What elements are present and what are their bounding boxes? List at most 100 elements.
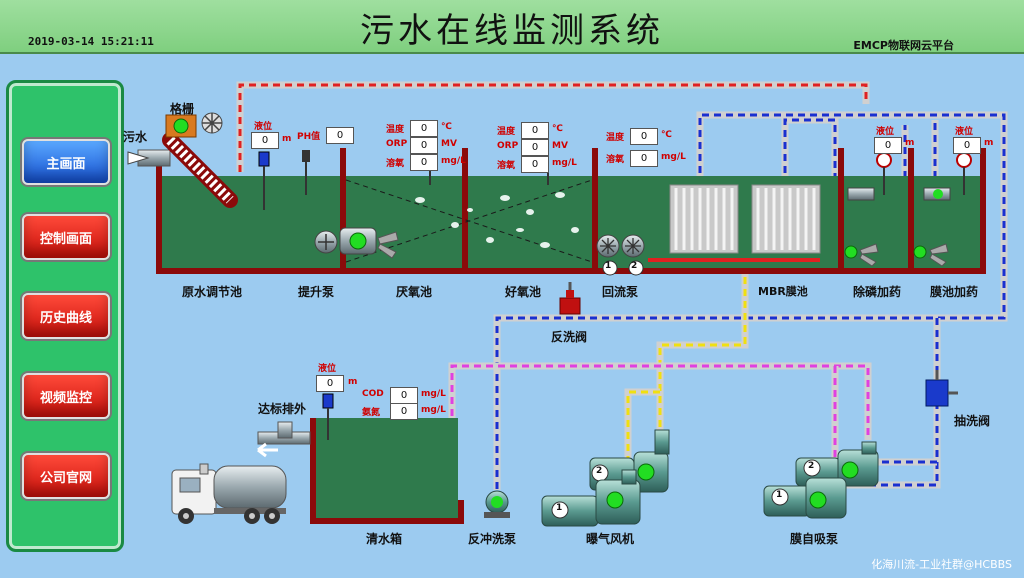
- nav-main-button[interactable]: 主画面: [22, 139, 110, 185]
- anoxic-do-value: 0: [410, 154, 438, 171]
- anoxic-do-label: 溶氧: [386, 159, 405, 169]
- anoxic-do-unit: mg/L: [441, 156, 466, 166]
- ammonia-label: 氨氮: [362, 408, 381, 418]
- aerobic-temp-unit: ℃: [552, 124, 563, 134]
- nav-website-button[interactable]: 公司官网: [22, 453, 110, 499]
- level-sensor-icon: [258, 151, 270, 210]
- backwash-pump-icon: [484, 490, 510, 518]
- cod-label: COD: [362, 389, 384, 399]
- aeration-fan-2-number: 2: [596, 466, 603, 476]
- aerobic-tank-label: 好氧池: [505, 285, 542, 299]
- aeration-fan-label: 曝气风机: [586, 532, 635, 546]
- ph-label: PH值: [297, 132, 321, 142]
- return-pump-label: 回流泵: [602, 285, 639, 299]
- aerobic-orp-unit: MV: [552, 141, 568, 151]
- ammonia-unit: mg/L: [421, 405, 446, 415]
- mem-level-unit: m: [984, 138, 994, 148]
- inlet-pipe: [127, 149, 171, 167]
- aerobic-do-unit: mg/L: [552, 158, 577, 168]
- aerobic-do-value: 0: [521, 156, 549, 173]
- sewage-inlet-label: 污水: [123, 130, 148, 144]
- nav-video-button[interactable]: 视频监控: [22, 373, 110, 419]
- aerobic-do-label: 溶氧: [497, 161, 516, 171]
- sidebar-nav: 主画面 控制画面 历史曲线 视频监控 公司官网: [6, 80, 124, 552]
- mbr-do-value: 0: [630, 150, 658, 167]
- raw-tank-label: 原水调节池: [182, 285, 243, 299]
- lift-pump-icon: [314, 227, 399, 259]
- phos-level-unit: m: [905, 138, 915, 148]
- membrane-pump-1-icon: [763, 477, 847, 519]
- ph-probe-icon: [302, 150, 310, 195]
- mbr-do-unit: mg/L: [661, 152, 686, 162]
- aerobic-temp-value: 0: [521, 122, 549, 139]
- lift-pump-label: 提升泵: [298, 285, 335, 299]
- suction-valve-icon: [925, 370, 958, 407]
- discharge-label: 达标排外: [258, 402, 307, 416]
- backwash-pump-label: 反冲洗泵: [468, 532, 517, 546]
- raw-level-unit: m: [282, 134, 292, 144]
- mbr-do-label: 溶氧: [606, 155, 625, 165]
- nav-control-button[interactable]: 控制画面: [22, 214, 110, 260]
- clear-water-tank: [310, 393, 464, 524]
- phos-level-gauge-icon: [876, 152, 892, 195]
- mbr-temp-value: 0: [630, 128, 658, 145]
- phos-level-label: 液位: [876, 127, 895, 137]
- backwash-valve-label: 反洗阀: [551, 330, 588, 344]
- membrane-pump-label: 膜自吸泵: [790, 532, 839, 546]
- platform-name: EMCP物联网云平台: [853, 39, 954, 52]
- return-pump-2-number: 2: [631, 261, 638, 271]
- return-pump-badges: [602, 260, 644, 276]
- anoxic-temp-value: 0: [410, 120, 438, 137]
- phos-level-value: 0: [874, 137, 902, 154]
- membrane-pump-1-number: 1: [776, 490, 783, 500]
- return-pump-1-number: 1: [605, 261, 612, 271]
- discharge-valve-icon: [257, 421, 311, 458]
- clear-level-unit: m: [348, 377, 358, 387]
- page-title: 污水在线监测系统: [360, 11, 664, 51]
- tanker-truck-icon: [171, 463, 287, 524]
- mbr-temp-label: 温度: [606, 133, 625, 143]
- cod-value: 0: [390, 387, 418, 404]
- raw-level-label: 液位: [254, 122, 273, 132]
- clear-level-value: 0: [316, 375, 344, 392]
- anoxic-temp-unit: ℃: [441, 122, 452, 132]
- mbr-membrane-modules: [669, 184, 821, 254]
- nav-history-button[interactable]: 历史曲线: [22, 293, 110, 339]
- clear-tank-label: 清水箱: [366, 532, 403, 546]
- aeration-bubbles: [415, 192, 579, 248]
- membrane-pump-2-number: 2: [808, 461, 815, 471]
- raw-level-value: 0: [251, 132, 279, 149]
- ph-value: 0: [326, 127, 354, 144]
- datetime-display: 2019-03-14 15:21:11: [28, 35, 154, 48]
- mem-level-label: 液位: [955, 127, 974, 137]
- anoxic-temp-label: 温度: [386, 125, 405, 135]
- mbr-temp-unit: ℃: [661, 130, 672, 140]
- anoxic-tank-label: 厌氧池: [396, 285, 433, 299]
- mbr-tank-label: MBR膜池: [758, 285, 808, 298]
- clear-level-label: 液位: [318, 364, 337, 374]
- grille-label: 格栅: [170, 102, 195, 116]
- suction-valve-label: 抽洗阀: [954, 414, 991, 428]
- grille-screen: [162, 112, 238, 208]
- membrane-dosing-label: 膜池加药: [930, 285, 979, 299]
- cod-unit: mg/L: [421, 389, 446, 399]
- ammonia-value: 0: [390, 403, 418, 420]
- phos-mixer-icon: [844, 243, 879, 267]
- grille-status-indicator: [173, 118, 189, 134]
- backwash-valve-icon: [559, 282, 581, 315]
- aeration-fan-1-number: 1: [556, 503, 563, 513]
- mbr-dosing-valves: [847, 187, 951, 201]
- aeration-fan-1-icon: [541, 469, 641, 527]
- mem-level-value: 0: [953, 137, 981, 154]
- mem-mixer-icon: [913, 243, 949, 267]
- aerobic-temp-label: 温度: [497, 127, 516, 137]
- return-pump-1-icon: [596, 234, 620, 258]
- footer-watermark: 化海川流-工业社群@HCBBS: [871, 558, 1012, 571]
- aerobic-orp-value: 0: [521, 139, 549, 156]
- anoxic-orp-value: 0: [410, 137, 438, 154]
- phos-dosing-label: 除磷加药: [853, 285, 902, 299]
- anoxic-orp-label: ORP: [386, 139, 408, 149]
- anoxic-orp-unit: MV: [441, 139, 457, 149]
- return-pump-2-icon: [621, 234, 645, 258]
